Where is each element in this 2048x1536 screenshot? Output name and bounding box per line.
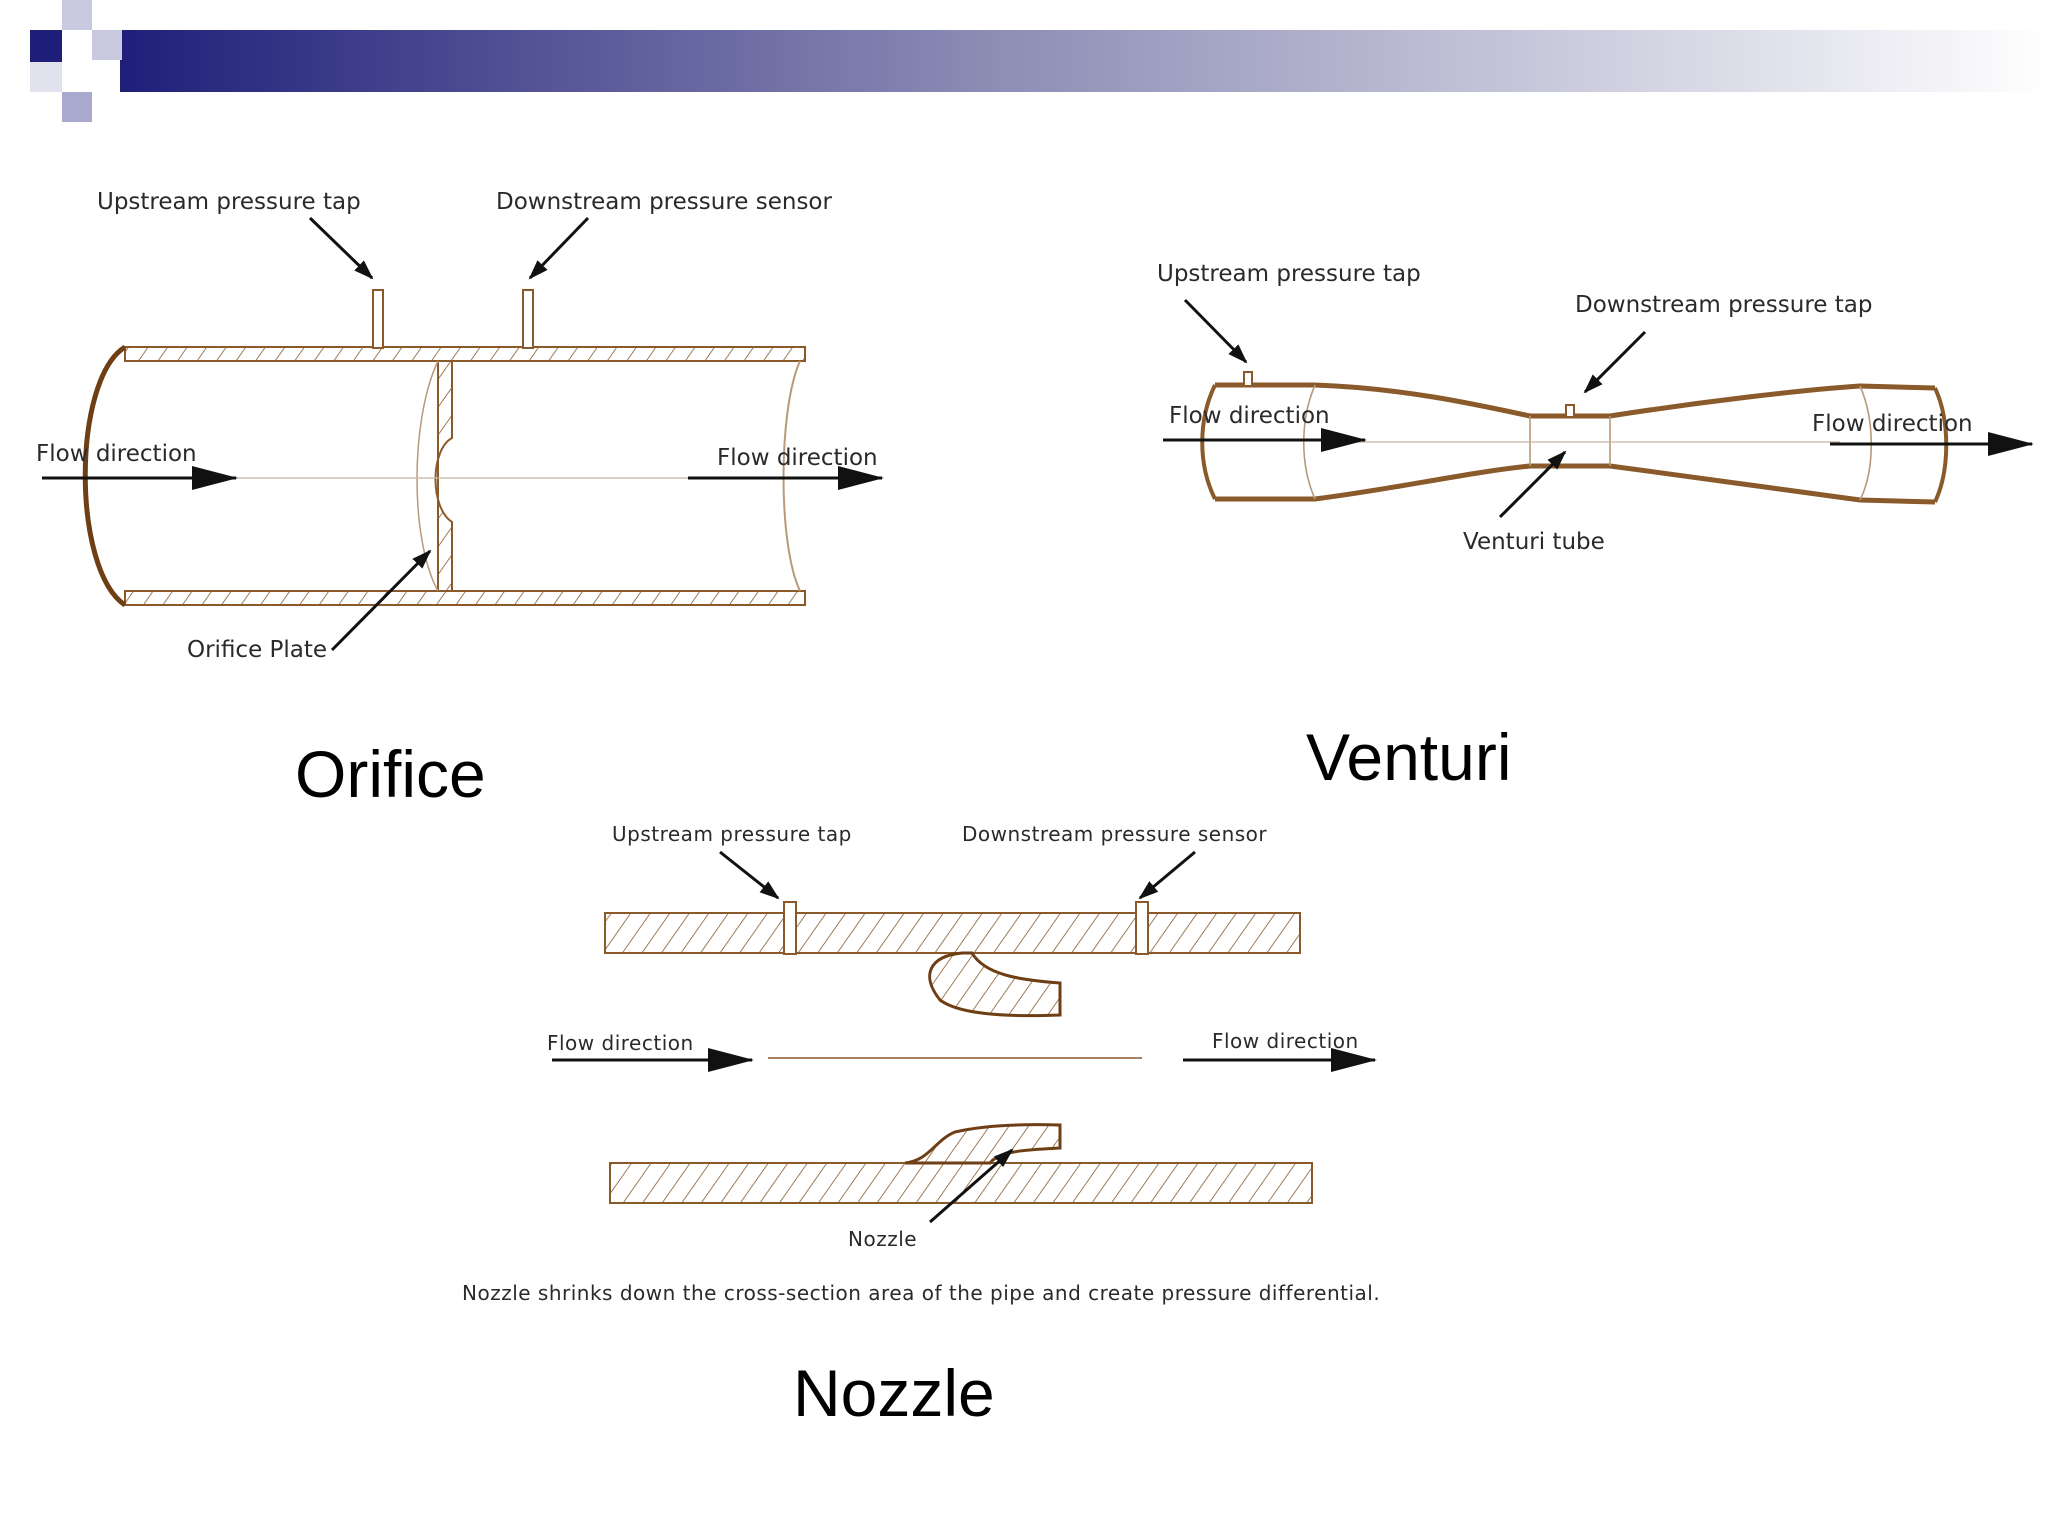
nozzle-downstream-tap	[1135, 901, 1149, 955]
venturi-tube-label: Venturi tube	[1463, 529, 1605, 555]
orifice-plate-shadow	[416, 360, 439, 592]
venturi-upstream-tap	[1243, 371, 1253, 387]
orifice-downstream-tap	[522, 289, 534, 349]
nozzle-title: Nozzle	[793, 1356, 995, 1430]
orifice-upstream-label: Upstream pressure tap	[97, 189, 361, 215]
venturi-tube-leader	[1498, 450, 1567, 519]
nozzle-diagram: Upstream pressure tap Downstream pressur…	[462, 822, 1380, 1430]
orifice-title: Orifice	[295, 737, 486, 811]
venturi-upstream-label: Upstream pressure tap	[1157, 261, 1421, 287]
orifice-upstream-leader	[308, 216, 374, 280]
orifice-upstream-tap	[372, 289, 384, 349]
venturi-downstream-leader	[1583, 330, 1647, 394]
venturi-body-bottom	[1215, 463, 1936, 505]
nozzle-lip-leader	[929, 1148, 1014, 1224]
header-square-dark	[30, 30, 62, 62]
slide-header-decoration	[30, 0, 2048, 122]
orifice-top-wall	[124, 346, 806, 362]
nozzle-downstream-leader	[1138, 850, 1196, 900]
nozzle-bottom-wall	[609, 1162, 1313, 1204]
orifice-plate-label: Orifice Plate	[187, 637, 327, 663]
nozzle-upper-lip	[928, 951, 1062, 1018]
header-square-light-3	[30, 62, 62, 92]
nozzle-label: Nozzle	[848, 1227, 917, 1251]
header-square-light-1	[62, 0, 92, 30]
orifice-flow-out-label: Flow direction	[717, 445, 878, 471]
venturi-flow-out-label: Flow direction	[1812, 411, 1973, 437]
venturi-title: Venturi	[1306, 720, 1511, 794]
orifice-plate	[434, 360, 453, 592]
nozzle-downstream-label: Downstream pressure sensor	[962, 822, 1267, 846]
orifice-bottom-wall	[124, 590, 806, 606]
header-square-mid	[62, 92, 92, 122]
venturi-upstream-leader	[1183, 298, 1248, 364]
orifice-diagram: Upstream pressure tap Downstream pressur…	[36, 189, 884, 811]
venturi-downstream-label: Downstream pressure tap	[1575, 292, 1872, 318]
venturi-inlet-end	[1200, 384, 1217, 500]
nozzle-caption: Nozzle shrinks down the cross-section ar…	[462, 1281, 1380, 1305]
orifice-pipe-left-end	[82, 344, 127, 608]
orifice-flow-in-label: Flow direction	[36, 441, 197, 467]
nozzle-flow-out-label: Flow direction	[1212, 1029, 1359, 1053]
nozzle-top-wall	[604, 912, 1301, 954]
orifice-downstream-label: Downstream pressure sensor	[496, 189, 833, 215]
header-square-light-2	[92, 30, 122, 60]
nozzle-upstream-label: Upstream pressure tap	[612, 822, 852, 846]
orifice-downstream-leader	[528, 216, 590, 280]
venturi-diagram: Upstream pressure tap Downstream pressur…	[1157, 261, 2034, 794]
venturi-inlet-ring	[1303, 384, 1316, 500]
orifice-plate-leader	[330, 549, 432, 652]
nozzle-lower-lip	[904, 1123, 1062, 1165]
nozzle-upstream-tap	[783, 901, 797, 955]
nozzle-flow-in-label: Flow direction	[547, 1031, 694, 1055]
venturi-downstream-tap	[1565, 404, 1575, 418]
header-gradient-bar	[120, 30, 2048, 92]
nozzle-upstream-leader	[719, 850, 780, 900]
venturi-flow-in-label: Flow direction	[1169, 403, 1330, 429]
orifice-pipe-right-end	[782, 360, 801, 592]
